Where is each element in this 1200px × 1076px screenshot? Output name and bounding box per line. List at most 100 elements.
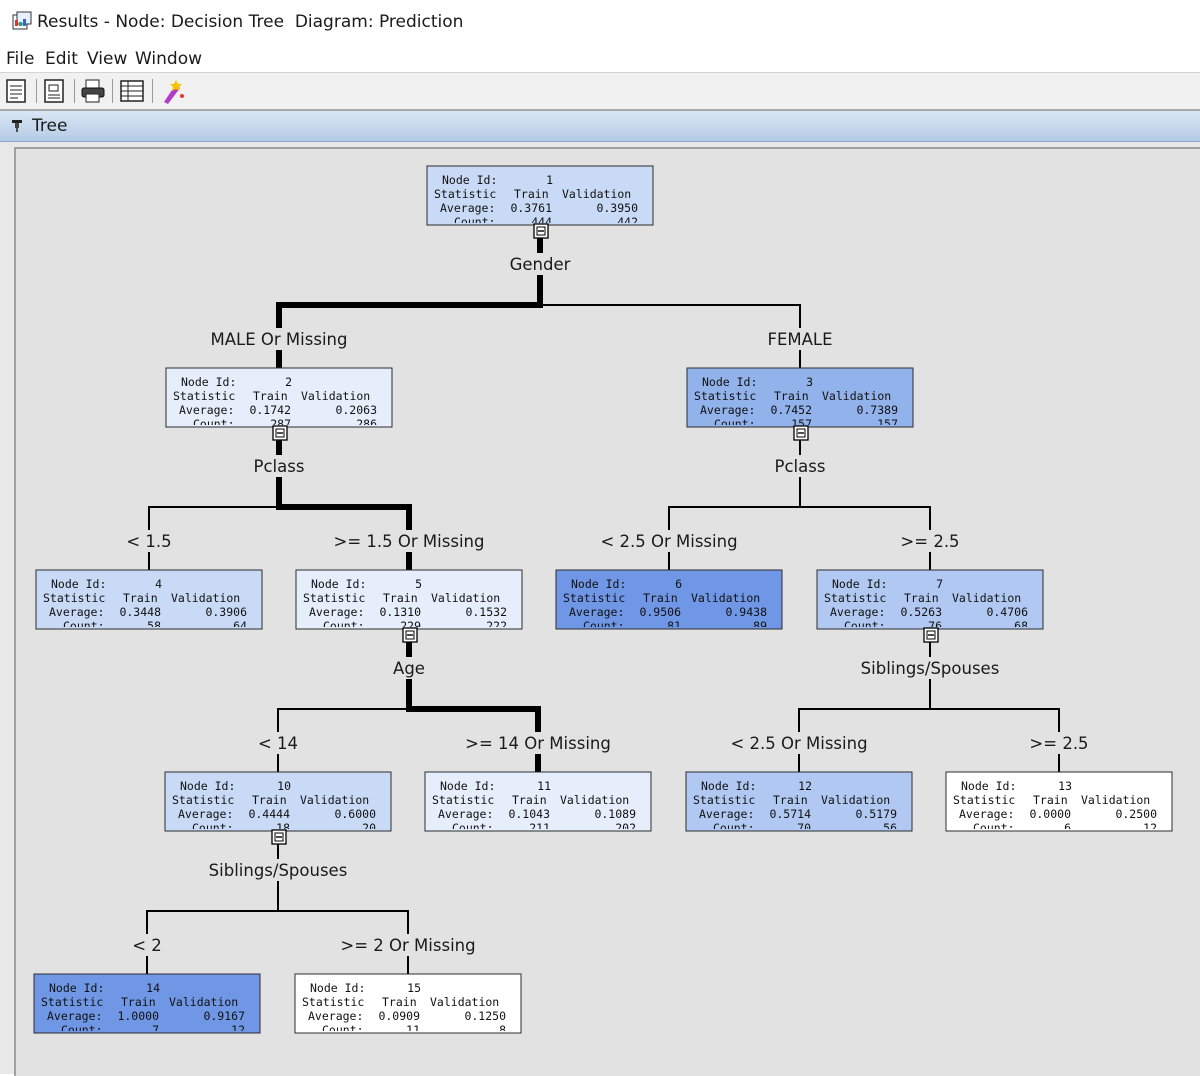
table-view-icon[interactable] (119, 78, 145, 104)
validation-header: Validation (171, 591, 240, 605)
node-box[interactable] (424, 771, 652, 832)
count-train-value: 81 (667, 619, 681, 633)
average-train-value: 0.5714 (769, 807, 811, 821)
split-label-background (243, 455, 315, 477)
node-box[interactable] (426, 165, 654, 226)
split-variable-label: Siblings/Spouses (861, 659, 1000, 678)
count-train-value: 229 (400, 619, 421, 633)
count-label: Count: (323, 619, 365, 633)
collapse-toggle-icon[interactable] (272, 425, 288, 441)
average-validation-value: 0.9167 (203, 1009, 245, 1023)
node-box[interactable] (685, 771, 913, 832)
collapse-toggle-icon[interactable] (271, 829, 287, 845)
branch-label-background (322, 530, 496, 552)
node-box[interactable] (294, 973, 522, 1034)
validation-header: Validation (1081, 793, 1150, 807)
validation-header: Validation (301, 389, 370, 403)
node-id-label: Node Id: (832, 577, 887, 591)
validation-header: Validation (430, 995, 499, 1009)
collapse-toggle-icon[interactable] (402, 627, 418, 643)
count-label: Count: (192, 821, 234, 835)
notes-icon[interactable] (4, 78, 30, 104)
collapse-toggle-icon[interactable] (793, 425, 809, 441)
node-box[interactable] (295, 569, 523, 630)
count-train-value: 157 (791, 417, 812, 431)
collapse-toggle-icon[interactable] (923, 627, 939, 643)
menu-edit[interactable]: Edit (45, 49, 78, 69)
pin-icon[interactable] (10, 119, 24, 133)
train-header: Train (773, 793, 808, 807)
count-label: Count: (583, 619, 625, 633)
menu-file[interactable]: File (6, 49, 35, 69)
average-train-value: 0.5263 (900, 605, 942, 619)
toolbar-separator (36, 79, 37, 103)
wizard-icon[interactable] (160, 78, 186, 104)
tree-panel-header: Tree (0, 111, 1200, 142)
count-label: Count: (322, 1023, 364, 1037)
node-box[interactable] (816, 569, 1044, 630)
train-header: Train (123, 591, 158, 605)
average-label: Average: (569, 605, 624, 619)
count-train-value: 76 (928, 619, 942, 633)
print-icon[interactable] (80, 78, 106, 104)
validation-header: Validation (300, 793, 369, 807)
average-train-value: 0.1310 (379, 605, 421, 619)
node-id-value: 2 (285, 375, 292, 389)
menu-window[interactable]: Window (135, 49, 203, 69)
average-validation-value: 0.6000 (334, 807, 376, 821)
count-train-value: 211 (529, 821, 550, 835)
node-id-value: 3 (806, 375, 813, 389)
average-label: Average: (308, 1009, 363, 1023)
count-train-value: 18 (276, 821, 290, 835)
count-validation-value: 89 (753, 619, 767, 633)
average-validation-value: 0.1089 (594, 807, 636, 821)
branch-label: >= 1.5 Or Missing (334, 532, 485, 551)
average-validation-value: 0.3906 (205, 605, 247, 619)
node-box[interactable] (686, 367, 914, 428)
node-box[interactable] (945, 771, 1173, 832)
average-label: Average: (440, 201, 495, 215)
branch-label-background (717, 732, 881, 754)
validation-header: Validation (691, 591, 760, 605)
average-label: Average: (438, 807, 493, 821)
node-box[interactable] (33, 973, 261, 1034)
count-validation-value: 68 (1014, 619, 1028, 633)
statistic-header: Statistic (824, 591, 886, 605)
node-id-label: Node Id: (701, 779, 756, 793)
split-variable-label: Age (393, 659, 425, 678)
collapse-toggle-icon[interactable] (533, 223, 549, 239)
node-id-value: 7 (936, 577, 943, 591)
count-train-value: 11 (406, 1023, 420, 1037)
validation-header: Validation (822, 389, 891, 403)
branch-label: < 2 (132, 936, 162, 955)
menu-view[interactable]: View (87, 49, 128, 69)
node-id-label: Node Id: (181, 375, 236, 389)
average-validation-value: 0.9438 (725, 605, 767, 619)
node-box[interactable] (555, 569, 783, 630)
properties-icon[interactable] (42, 78, 68, 104)
count-label: Count: (193, 417, 235, 431)
split-label-background (764, 455, 836, 477)
statistic-header: Statistic (302, 995, 364, 1009)
node-box[interactable] (35, 569, 263, 630)
count-label: Count: (714, 417, 756, 431)
node-box[interactable] (165, 367, 393, 428)
